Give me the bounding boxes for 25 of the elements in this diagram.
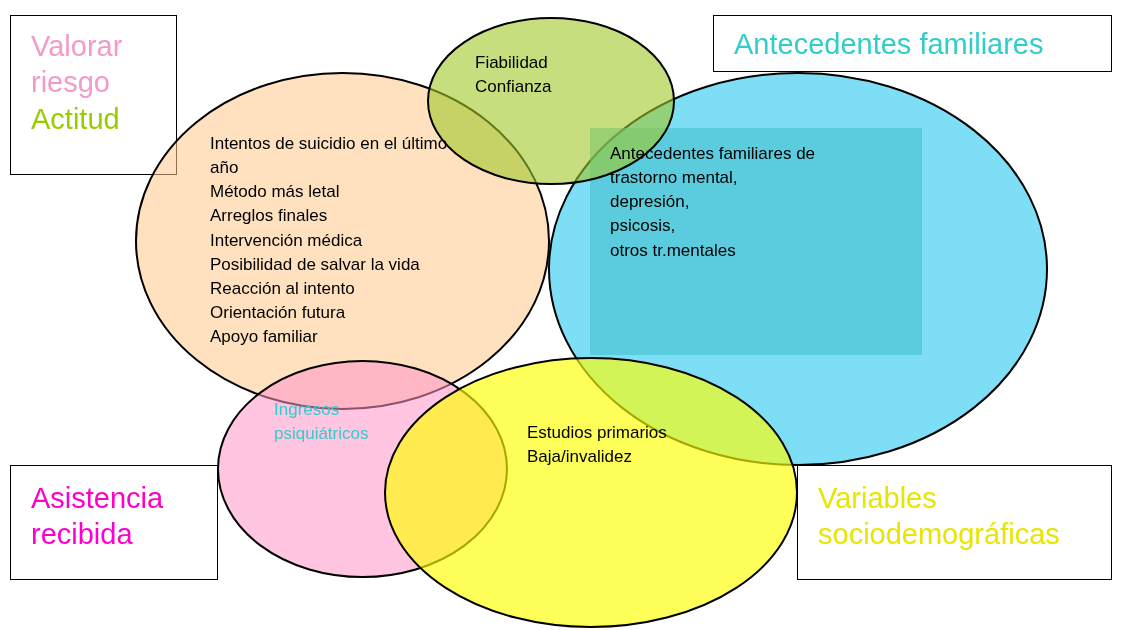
category-title: Asistencia recibida	[31, 481, 165, 553]
category-title: Antecedentes familiares	[734, 27, 1045, 62]
item-text: Orientación futura	[210, 301, 347, 324]
item-text: otros tr.mentales	[610, 239, 737, 262]
category-title: Variables sociodemográficas	[818, 481, 1061, 553]
item-text: Baja/invalidez	[527, 446, 633, 469]
category-label	[10, 15, 177, 175]
item-text: Intervención médica	[210, 229, 364, 252]
category-title: Valorar riesgo	[31, 29, 124, 101]
item-text: Intentos de suicidio en el último año	[210, 133, 449, 180]
item-text: Fiabilidad	[475, 52, 549, 74]
item-text: psicosis,	[610, 215, 677, 238]
category-title: Actitud	[31, 101, 121, 137]
item-text: Confianza	[475, 76, 553, 99]
category-label	[10, 465, 218, 580]
item-text: Estudios primarios	[527, 422, 668, 444]
item-text: Arreglos finales	[210, 205, 329, 228]
item-text: depresión,	[610, 191, 691, 214]
item-text: Reacción al intento	[210, 277, 356, 300]
item-text: Método más letal	[210, 181, 341, 204]
item-text: Ingresos psiquiátricos	[274, 399, 370, 446]
item-text: Apoyo familiar	[210, 326, 319, 348]
item-text: Posibilidad de salvar la vida	[210, 253, 421, 276]
category-label	[797, 465, 1112, 580]
category-label	[713, 15, 1112, 72]
